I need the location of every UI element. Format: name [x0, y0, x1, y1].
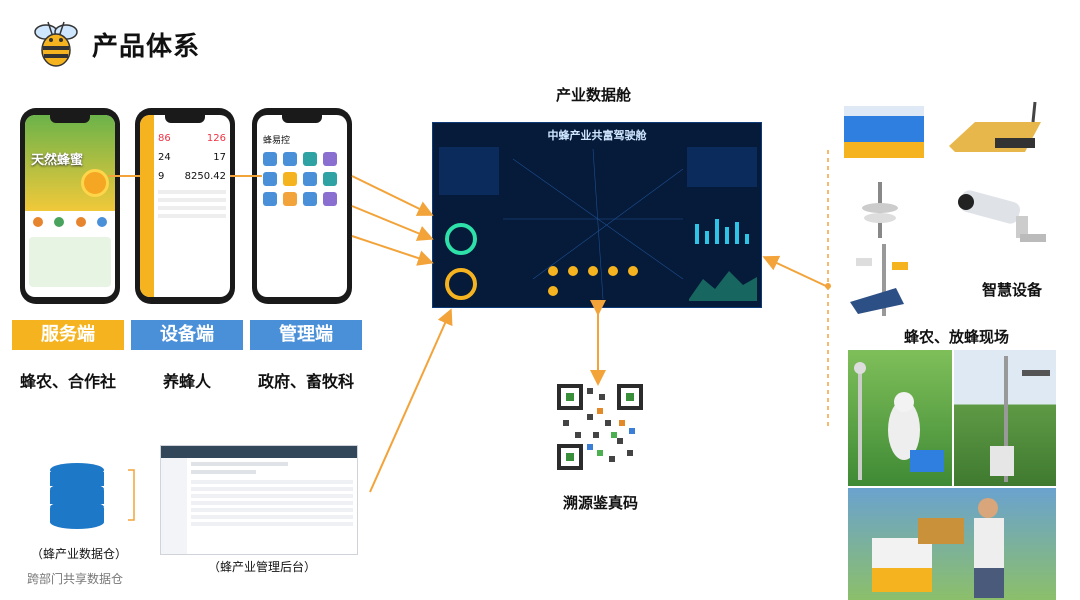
management-phone: 蜂易控: [252, 108, 352, 304]
qr-label: 溯源鉴真码: [563, 492, 638, 513]
app-icon[interactable]: [303, 192, 317, 206]
stat-value: 17: [213, 152, 226, 163]
app-icon[interactable]: [303, 152, 317, 166]
client-label-device: 设备端: [131, 320, 243, 350]
smart-scale-device-icon: [945, 100, 1045, 164]
backend-label: （蜂产业管理后台）: [192, 558, 332, 575]
field-photo-beekeeper: [848, 350, 952, 486]
client-label-service: 服务端: [12, 320, 124, 350]
page-title: 产品体系: [92, 26, 200, 63]
sunflower-icon: [81, 169, 109, 197]
stat-value: 86: [158, 133, 171, 144]
stat-value: 8250.42: [185, 171, 226, 182]
service-phone: 天然蜂蜜: [20, 108, 120, 304]
weather-station-device-icon: [852, 182, 908, 238]
stat-value: 24: [158, 152, 171, 163]
phone3-header: 蜂易控: [257, 133, 347, 152]
app-icon[interactable]: [303, 172, 317, 186]
app-icon[interactable]: [323, 152, 337, 166]
client-users-management: 政府、畜牧科: [236, 368, 376, 392]
app-icon[interactable]: [263, 172, 277, 186]
field-photo-beehive-inspection: [848, 488, 1056, 600]
data-cockpit-screen: 中蜂产业共富驾驶舱: [432, 122, 762, 308]
app-icon[interactable]: [323, 192, 337, 206]
app-icon[interactable]: [323, 172, 337, 186]
menu-icon[interactable]: [97, 217, 107, 227]
bee-icon: [28, 14, 84, 70]
device-phone: 86 126 24 17 9 8250.42: [135, 108, 235, 304]
client-label-management: 管理端: [250, 320, 362, 350]
menu-icon[interactable]: [54, 217, 64, 227]
menu-icon[interactable]: [76, 217, 86, 227]
app-icon[interactable]: [263, 192, 277, 206]
database-watermark: 跨部门共享数据仓: [10, 570, 140, 587]
camera-device-icon: [950, 186, 1050, 244]
app-icon[interactable]: [283, 172, 297, 186]
stat-value: 9: [158, 171, 164, 182]
app-icon[interactable]: [263, 152, 277, 166]
phone-banner: 天然蜂蜜: [25, 115, 115, 211]
admin-backend-screen: [160, 445, 358, 555]
app-icon[interactable]: [283, 192, 297, 206]
traceability-qr-code[interactable]: [557, 384, 643, 470]
beehive-device-icon: [840, 100, 928, 162]
solar-sensor-device-icon: [846, 244, 926, 316]
banner-text: 天然蜂蜜: [31, 149, 83, 168]
field-label: 蜂农、放蜂现场: [904, 326, 1009, 347]
dashboard-heading: 产业数据舱: [556, 84, 631, 105]
devices-label: 智慧设备: [982, 279, 1042, 300]
database-label: （蜂产业数据仓）: [14, 545, 144, 562]
app-icon[interactable]: [283, 152, 297, 166]
database-icon: [48, 462, 106, 530]
menu-icon[interactable]: [33, 217, 43, 227]
stat-value: 126: [207, 133, 226, 144]
field-photo-sensor-station: [954, 350, 1056, 486]
